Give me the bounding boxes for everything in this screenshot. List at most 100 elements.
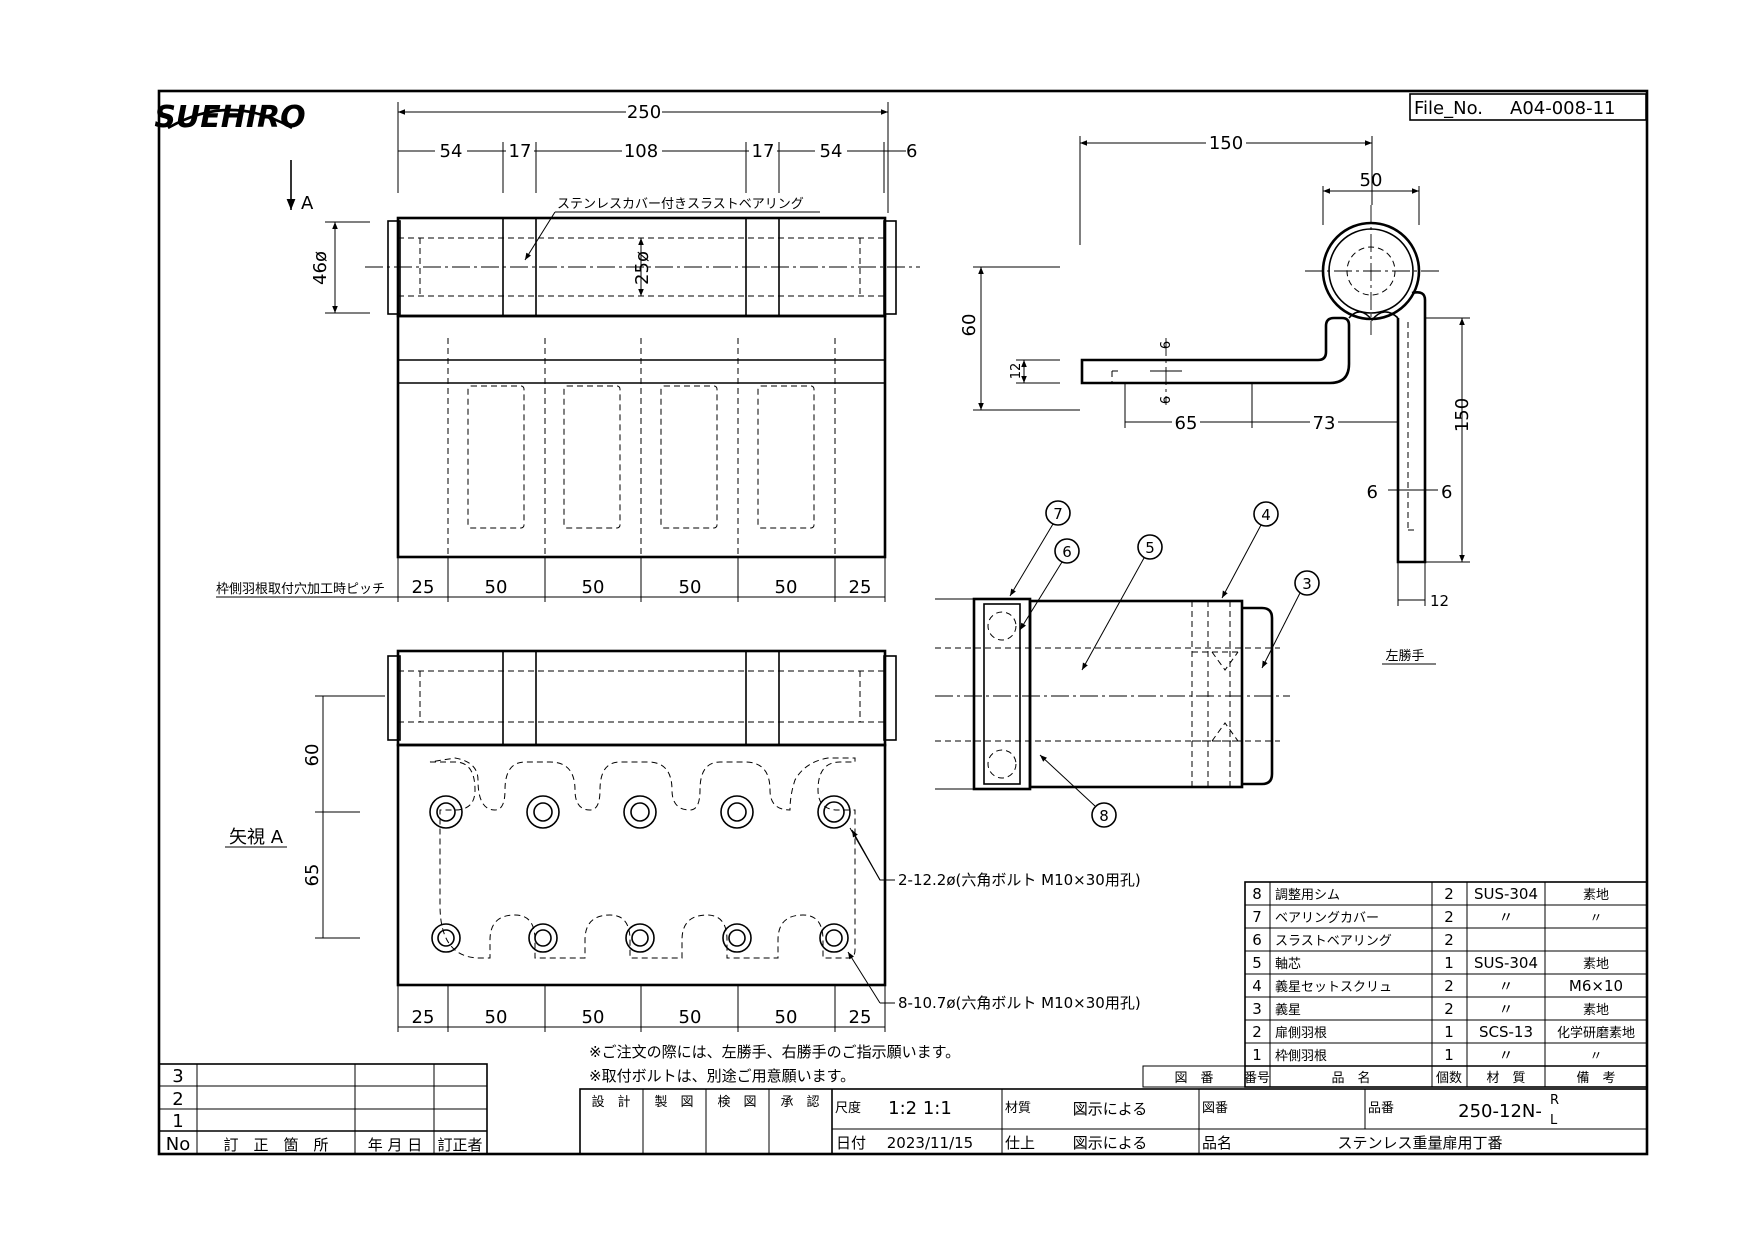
svg-text:50: 50 [679, 577, 702, 598]
balloon-7: 7 [1053, 505, 1063, 523]
svg-text:化学研磨素地: 化学研磨素地 [1557, 1025, 1635, 1041]
svg-text:訂正者: 訂正者 [437, 1136, 482, 1154]
hole-callout-small: 8-10.7ø(六角ボルト M10×30用孔) [898, 994, 1141, 1012]
svg-text:60: 60 [302, 744, 323, 767]
svg-text:SCS-13: SCS-13 [1479, 1023, 1533, 1041]
top-view: 250 54 17 108 17 54 6 A [216, 101, 920, 602]
parts-row: 7 ベアリングカバー 2 〃 〃 [1252, 908, 1602, 926]
parts-table: 8 調整用シム 2 SUS-304 素地 7 ベアリングカバー 2 〃 〃 6 … [1142, 881, 1648, 1088]
svg-text:12: 12 [1009, 363, 1024, 380]
svg-text:承 認: 承 認 [780, 1094, 819, 1110]
svg-text:SUS-304: SUS-304 [1474, 885, 1538, 903]
svg-text:6: 6 [1441, 482, 1452, 503]
svg-text:軸芯: 軸芯 [1275, 957, 1301, 972]
dim-overall-250: 250 [627, 102, 661, 123]
svg-text:〃: 〃 [1498, 1046, 1513, 1064]
view-a-label: 矢視 A [229, 827, 284, 848]
parts-row: 3 義星 2 〃 素地 [1252, 1000, 1609, 1018]
svg-text:A04-008-11: A04-008-11 [1510, 98, 1615, 119]
balloon-6: 6 [1062, 543, 1072, 561]
pitch-label: 枠側羽根取付穴加工時ピッチ [216, 582, 385, 597]
mounting-holes [429, 795, 851, 953]
svg-text:No: No [166, 1134, 190, 1155]
svg-text:File_No.: File_No. [1414, 98, 1483, 119]
svg-text:25: 25 [849, 1007, 872, 1028]
svg-text:6: 6 [906, 141, 917, 162]
svg-text:スラストベアリング: スラストベアリング [1275, 934, 1392, 949]
svg-text:54: 54 [440, 141, 463, 162]
svg-text:材 質: 材 質 [1486, 1071, 1525, 1086]
hand-label: 左勝手 [1385, 649, 1424, 664]
svg-text:25: 25 [849, 577, 872, 598]
svg-text:1: 1 [1444, 1046, 1454, 1064]
svg-text:A: A [301, 193, 314, 214]
svg-text:5: 5 [1252, 954, 1262, 972]
svg-text:50: 50 [1360, 170, 1383, 191]
svg-text:番号: 番号 [1244, 1071, 1270, 1086]
svg-text:〃: 〃 [1498, 1000, 1513, 1018]
parts-row: 2 扉側羽根 1 SCS-13 化学研磨素地 [1252, 1023, 1635, 1041]
svg-text:25ø: 25ø [632, 251, 653, 285]
parts-row: 5 軸芯 1 SUS-304 素地 [1252, 954, 1609, 972]
svg-text:2: 2 [1444, 908, 1454, 926]
svg-text:73: 73 [1313, 413, 1336, 434]
svg-text:個数: 個数 [1436, 1071, 1462, 1086]
balloon-8: 8 [1099, 807, 1109, 825]
hole-callout-large: 2-12.2ø(六角ボルト M10×30用孔) [898, 871, 1141, 889]
svg-text:SUEHIRO: SUEHIRO [154, 100, 305, 135]
svg-text:検 図: 検 図 [717, 1095, 756, 1110]
svg-text:1: 1 [1444, 1023, 1454, 1041]
svg-text:7: 7 [1252, 908, 1262, 926]
svg-text:ベアリングカバー: ベアリングカバー [1275, 911, 1379, 926]
svg-text:材質: 材質 [1005, 1101, 1031, 1116]
svg-text:250-12N-: 250-12N- [1458, 1101, 1542, 1122]
svg-text:3: 3 [172, 1066, 183, 1087]
svg-text:6: 6 [1252, 931, 1262, 949]
svg-text:6: 6 [1159, 396, 1174, 404]
svg-text:50: 50 [775, 577, 798, 598]
svg-text:8: 8 [1252, 885, 1262, 903]
svg-text:65: 65 [302, 864, 323, 887]
svg-text:6: 6 [1367, 482, 1378, 503]
balloon-4: 4 [1261, 506, 1271, 524]
file-number: File_No. A04-008-11 [1409, 93, 1647, 121]
svg-text:尺度: 尺度 [835, 1100, 861, 1116]
svg-text:1:2 1:1: 1:2 1:1 [888, 1098, 952, 1119]
svg-text:12: 12 [1430, 592, 1449, 610]
svg-text:3: 3 [1252, 1000, 1262, 1018]
svg-text:4: 4 [1252, 977, 1262, 995]
svg-text:日付: 日付 [836, 1134, 866, 1152]
svg-text:50: 50 [485, 577, 508, 598]
svg-text:2: 2 [172, 1089, 183, 1110]
svg-text:50: 50 [485, 1007, 508, 1028]
balloon-3: 3 [1302, 575, 1312, 593]
note-2: ※取付ボルトは、別途ご用意願います。 [589, 1067, 855, 1085]
svg-text:備 考: 備 考 [1576, 1070, 1615, 1086]
svg-text:6: 6 [1159, 341, 1174, 349]
svg-text:図示による: 図示による [1073, 1134, 1148, 1152]
svg-text:150: 150 [1452, 398, 1473, 432]
svg-text:品 名: 品 名 [1331, 1070, 1370, 1086]
svg-text:SUS-304: SUS-304 [1474, 954, 1538, 972]
svg-text:2: 2 [1444, 977, 1454, 995]
svg-text:図番: 図番 [1202, 1101, 1228, 1116]
svg-text:ステンレスカバー付きスラストベアリング: ステンレスカバー付きスラストベアリング [557, 197, 804, 212]
svg-text:調整用シム: 調整用シム [1275, 888, 1340, 903]
svg-text:訂 正 箇 所: 訂 正 箇 所 [223, 1136, 328, 1154]
svg-text:枠側羽根: 枠側羽根 [1275, 1049, 1327, 1064]
svg-text:2: 2 [1252, 1023, 1262, 1041]
parts-row: 1 枠側羽根 1 〃 〃 [1252, 1046, 1602, 1064]
svg-text:〃: 〃 [1589, 1049, 1602, 1064]
svg-text:製 図: 製 図 [654, 1095, 693, 1110]
svg-text:17: 17 [509, 141, 532, 162]
svg-text:1: 1 [1444, 954, 1454, 972]
svg-text:設 計: 設 計 [591, 1094, 630, 1110]
svg-text:扉側羽根: 扉側羽根 [1275, 1025, 1327, 1041]
svg-text:65: 65 [1175, 413, 1198, 434]
svg-text:25: 25 [412, 1007, 435, 1028]
svg-text:60: 60 [959, 314, 980, 337]
svg-text:2: 2 [1444, 931, 1454, 949]
svg-text:50: 50 [582, 577, 605, 598]
svg-text:50: 50 [582, 1007, 605, 1028]
